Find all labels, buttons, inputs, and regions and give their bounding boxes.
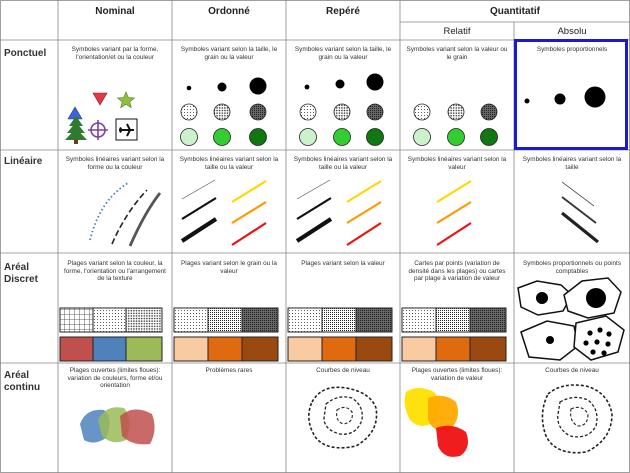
caption-ponctuel-absolu: Symboles proportionnels (536, 46, 608, 53)
caption-discret-absolu: Symboles proportionnels ou points compta… (522, 260, 622, 275)
caption-ponctuel-ordonne: Symboles variant selon la taille, le gra… (180, 46, 278, 61)
caption-lineaire-nominal: Symboles linéaires variant selon la form… (65, 156, 165, 171)
highlight-frame (514, 39, 628, 150)
discret-repere-swatches (287, 307, 393, 362)
discret-nominal-swatches (59, 307, 163, 362)
continu-nominal-blobs (80, 407, 155, 445)
header-repere: Repéré (326, 6, 360, 17)
caption-ponctuel-nominal: Symboles variant par la forme, l'orienta… (71, 46, 159, 61)
continu-absolu-contours (541, 384, 613, 454)
caption-discret-nominal: Plages variant selon la couleur, la form… (64, 260, 166, 283)
caption-lineaire-ordonne: Symboles linéaires variant selon la tail… (179, 156, 279, 171)
lineaire-absolu-lines (560, 181, 600, 244)
continu-repere-contours (308, 386, 378, 449)
discret-ordonne-swatches (173, 307, 279, 362)
tree-icon (65, 116, 87, 144)
star-icon (116, 91, 136, 109)
header-ordonne: Ordonné (208, 6, 250, 17)
ponctuel-relatif-symbols (413, 103, 498, 146)
lineaire-ordonne-lines (180, 179, 267, 246)
lineaire-nominal-lines (89, 182, 162, 247)
airplane-icon (115, 118, 138, 141)
header-quantitatif: Quantitatif (490, 6, 540, 17)
discret-relatif-swatches (401, 307, 507, 362)
caption-discret-ordonne: Plages variant selon le grain ou la vale… (181, 260, 277, 275)
caption-continu-absolu: Courbes de niveau (545, 367, 599, 374)
lineaire-relatif-lines (436, 180, 472, 246)
caption-continu-repere: Courbes de niveau (316, 367, 370, 374)
discret-absolu-map (517, 277, 625, 361)
row-label-areal-continu-2: continu (4, 382, 41, 393)
row-label-areal-continu-1: Aréal (4, 370, 30, 381)
continu-relatif-blobs (404, 388, 468, 457)
ponctuel-absolu-symbols (514, 39, 628, 150)
row-label-areal-discret-1: Aréal (4, 262, 30, 273)
row-label-areal-discret-2: Discret (4, 274, 38, 285)
caption-ponctuel-repere: Symboles variant selon la taille, le gra… (294, 46, 392, 61)
caption-discret-relatif: Cartes par points (variation de densité … (408, 260, 506, 283)
caption-ponctuel-relatif: Symboles variant selon la valeur ou le g… (406, 46, 508, 61)
header-relatif: Relatif (443, 26, 471, 37)
triangle-up-icon (67, 106, 83, 120)
ponctuel-nominal-symbols (65, 91, 138, 144)
header-nominal: Nominal (95, 6, 135, 17)
lineaire-repere-lines (295, 179, 382, 246)
caption-discret-repere: Plages variant selon la valeur (301, 260, 385, 267)
caption-lineaire-relatif: Symboles linéaires variant selon la vale… (407, 156, 507, 171)
header-absolu: Absolu (557, 26, 587, 37)
row-label-lineaire: Linéaire (4, 156, 43, 167)
row-label-ponctuel: Ponctuel (4, 48, 47, 59)
caption-continu-relatif: Plages ouvertes (limites floues): variat… (411, 367, 503, 382)
caption-continu-nominal: Plages ouvertes (limites floues): variat… (67, 367, 163, 390)
caption-lineaire-repere: Symboles linéaires variant selon la tail… (293, 156, 393, 171)
triangle-down-icon (92, 92, 108, 106)
caption-continu-ordonne: Problèmes rares (205, 367, 253, 374)
ponctuel-repere-symbols (299, 73, 384, 146)
target-icon (88, 120, 108, 140)
ponctuel-ordonne-symbols (180, 77, 267, 146)
caption-lineaire-absolu: Symboles linéaires variant selon la tail… (522, 156, 622, 171)
